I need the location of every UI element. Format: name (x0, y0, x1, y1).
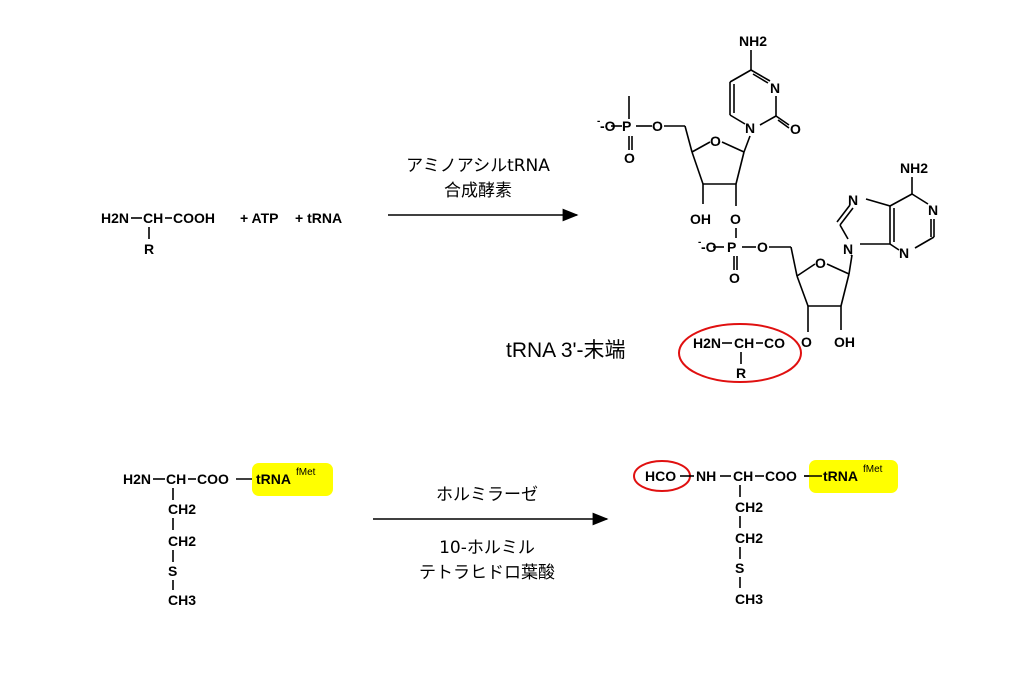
p2-nh-label: NH (696, 468, 716, 484)
adenine-nh2-label: NH2 (900, 160, 928, 176)
ribose1-oh-label: OH (690, 211, 711, 227)
p2-coo-label: COO (765, 468, 797, 484)
p2-ch2b-label: CH2 (735, 530, 763, 546)
h2n-label: H2N (101, 210, 129, 226)
phosphate2-p-label: P (727, 239, 736, 255)
trna-3-end-caption: tRNA 3'-末端 (506, 339, 626, 362)
r2-s-label: S (168, 563, 177, 579)
r2-ch3-label: CH3 (168, 592, 196, 608)
ester-co-label: CO (764, 335, 785, 351)
r2-ch-label: CH (166, 471, 186, 487)
adenine-n9-label: N (843, 241, 853, 257)
ribose2-ring-o-label: O (815, 255, 826, 271)
r-label: R (144, 241, 154, 257)
nh2-top-label: NH2 (739, 33, 767, 49)
minus-sign-1: - (597, 116, 600, 127)
p2-ch-label: CH (733, 468, 753, 484)
r2-trna-superscript: fMet (296, 467, 316, 478)
ribose1-link-o-label: O (730, 211, 741, 227)
p2-hco-label: HCO (645, 468, 676, 484)
r2-trna-label: tRNA (256, 471, 291, 487)
r2-coo-label: COO (197, 471, 229, 487)
phosphate2-o-minus-label: -O (701, 239, 717, 255)
ribose2-oh-label: OH (834, 334, 855, 350)
phosphate2-double-o-label: O (729, 270, 740, 286)
ester-ch-label: CH (734, 335, 754, 351)
cofactor-label-line1: 10-ホルミル (439, 538, 535, 558)
p2-s-label: S (735, 560, 744, 576)
trna-highlight (252, 463, 333, 496)
p2-trna-superscript: fMet (863, 464, 883, 475)
aminoacyl-ester-group: H2N CH R CO (678, 323, 802, 383)
p2-ch3-label: CH3 (735, 591, 763, 607)
ester-h2n-label: H2N (693, 335, 721, 351)
r2-h2n-label: H2N (123, 471, 151, 487)
cytosine-n3-label: N (770, 80, 780, 96)
cofactor-label-line2: テトラヒドロ葉酸 (419, 563, 555, 583)
phosphate1-p-label: P (622, 118, 631, 134)
trna-3-end-structure: NH2 N O N - -O P O O O (597, 33, 938, 350)
phosphate2-ester-o-label: O (757, 239, 768, 255)
enzyme-label-line2: 合成酵素 (444, 181, 512, 201)
phosphate1-ester-o-label: O (652, 118, 663, 134)
enzyme-label-line1: アミノアシルtRNA (406, 156, 550, 176)
ribose2-3-o-label: O (801, 334, 812, 350)
plus-trna-label: + tRNA (295, 210, 342, 226)
fmet-trna-product: HCO NH CH COO tRNA fMet CH2 CH2 S CH3 (633, 460, 898, 607)
adenine-n3-label: N (899, 245, 909, 261)
r2-ch2b-label: CH2 (168, 533, 196, 549)
cytosine-n1-label: N (745, 120, 755, 136)
red-circle-ester (678, 323, 802, 383)
minus-sign-2: - (698, 237, 701, 248)
ester-r-label: R (736, 365, 746, 381)
phosphate1-double-o-label: O (624, 150, 635, 166)
plus-atp-label: + ATP (240, 210, 279, 226)
cooh-label: COOH (173, 210, 215, 226)
ribose1-ring-o-label: O (710, 133, 721, 149)
met-trna-reactant: H2N CH COO tRNA fMet CH2 CH2 S CH3 (123, 463, 333, 608)
ch-label: CH (143, 210, 163, 226)
adenine-n1-label: N (928, 202, 938, 218)
p2-ch2a-label: CH2 (735, 499, 763, 515)
phosphate1-o-minus-label: -O (600, 118, 616, 134)
amino-acid-reactant: H2N CH R COOH + ATP + tRNA (101, 210, 342, 257)
p2-trna-label: tRNA (823, 468, 858, 484)
cytosine-o2-label: O (790, 121, 801, 137)
r2-ch2a-label: CH2 (168, 501, 196, 517)
formylase-label: ホルミラーゼ (436, 485, 538, 505)
trna-highlight-product (809, 460, 898, 493)
adenine-n7-label: N (848, 192, 858, 208)
